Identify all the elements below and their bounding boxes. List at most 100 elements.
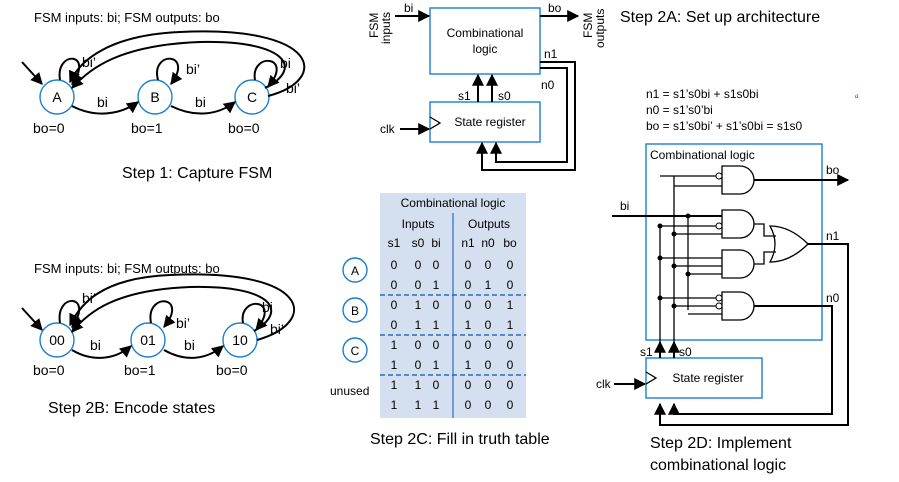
- bo-label: bo: [548, 1, 562, 15]
- initial-arrow-2b: [21, 307, 43, 331]
- bi-label: bi: [404, 1, 413, 15]
- label-b-c: bi: [195, 94, 206, 110]
- table-cell: 1: [415, 318, 422, 332]
- clk-label: clk: [380, 122, 396, 136]
- table-cell: 0: [433, 338, 440, 352]
- output-00: bo=0: [33, 362, 65, 378]
- bubble-2: [715, 222, 723, 230]
- bi-label-2d: bi: [620, 199, 629, 213]
- eq-n0: n0 = s1’s0’bi: [646, 103, 713, 117]
- eq-bo: bo = s1’s0bi’ + s1’s0bi = s1s0: [646, 119, 803, 133]
- junction-1: [657, 223, 663, 229]
- column-header: s0: [412, 236, 425, 250]
- table-cell: 0: [485, 398, 492, 412]
- table-cell: 1: [391, 338, 398, 352]
- loop-10: [241, 302, 268, 331]
- step2d-implementation: n1 = s1’s0bi + s1s0bi n0 = s1’s0’bi bo =…: [596, 87, 859, 474]
- table-cell: 0: [485, 358, 492, 372]
- table-cell: 1: [415, 298, 422, 312]
- clock-triangle-2d: [645, 371, 658, 385]
- junction-7: [657, 295, 663, 301]
- table-cell: 1: [465, 318, 472, 332]
- step2b-header: FSM inputs: bi; FSM outputs: bo: [34, 261, 220, 276]
- step2d-caption-1: Step 2D: Implement: [650, 435, 792, 452]
- clock-triangle: [429, 116, 442, 130]
- edge-10-00-outer: [69, 273, 295, 341]
- s0-label: s0: [498, 89, 511, 103]
- table-cell: 0: [433, 298, 440, 312]
- step2a-architecture: FSM inputs FSM outputs Combinational log…: [367, 1, 820, 171]
- step2d-caption-2: combinational logic: [650, 457, 786, 474]
- label-10-bi: bi: [262, 299, 273, 315]
- label-loop-b: bi’: [186, 61, 200, 77]
- junction-8: [671, 303, 677, 309]
- table-cell: 1: [415, 398, 422, 412]
- bubble-3: [715, 294, 723, 302]
- table-cell: 0: [485, 378, 492, 392]
- n0-label-2d: n0: [826, 291, 840, 305]
- label-loop-c: bi’: [286, 80, 300, 96]
- table-cell: 0: [465, 258, 472, 272]
- n0-feedback-wire: [490, 67, 568, 163]
- n1-feedback-2d: [654, 243, 849, 426]
- state-01-circle: [130, 322, 166, 358]
- state-c-label: C: [247, 89, 257, 105]
- table-cell: 0: [415, 258, 422, 272]
- n1-label-2d: n1: [826, 229, 840, 243]
- table-cell: 0: [507, 378, 514, 392]
- table-cell: 0: [415, 338, 422, 352]
- label-01-10: bi: [184, 337, 195, 353]
- junction-2: [671, 231, 677, 237]
- junction-5: [671, 263, 677, 269]
- bo-label-2d: bo: [826, 163, 840, 177]
- table-cell: 1: [433, 318, 440, 332]
- eq-n1: n1 = s1’s0bi + s1s0bi: [646, 87, 759, 101]
- table-cell: 1: [391, 398, 398, 412]
- junction-4: [657, 255, 663, 261]
- table-cell: 1: [465, 358, 472, 372]
- output-b: bo=1: [131, 120, 163, 136]
- mark-a: a: [855, 92, 859, 100]
- and-gate-1: [721, 209, 755, 239]
- table-cell: 0: [433, 258, 440, 272]
- step2c-caption: Step 2C: Fill in truth table: [370, 431, 550, 448]
- column-header: n1: [461, 236, 475, 250]
- loop-01: [149, 300, 176, 328]
- state-a-circle: [39, 79, 75, 115]
- edge-c-a-inner: [71, 40, 286, 89]
- output-c: bo=0: [228, 120, 260, 136]
- clk-label-2d: clk: [596, 377, 612, 391]
- table-cell: 0: [465, 298, 472, 312]
- comb-logic-block: [645, 143, 823, 341]
- fsm-inputs-label-1: FSM: [367, 13, 381, 38]
- table-cell: 0: [465, 278, 472, 292]
- n0-feedback-2d: [668, 305, 833, 415]
- table-cell: 0: [485, 318, 492, 332]
- row-state-label: A: [351, 264, 359, 278]
- output-a: bo=0: [33, 120, 65, 136]
- inputs-header: Inputs: [402, 217, 435, 231]
- g2-to-or: [754, 223, 776, 237]
- column-header: bo: [503, 236, 517, 250]
- junction-3: [685, 213, 691, 219]
- label-a-b: bi: [97, 94, 108, 110]
- state-register-2d: [645, 357, 763, 399]
- row-state-circle: [342, 337, 368, 363]
- state-register-box: [429, 101, 541, 143]
- table-cell: 0: [507, 398, 514, 412]
- bubble-4: [715, 302, 723, 310]
- s1-label: s1: [458, 89, 471, 103]
- label-c-bi: bi: [280, 55, 291, 71]
- step1-caption: Step 1: Capture FSM: [122, 165, 272, 182]
- label-loop-01: bi’: [176, 315, 190, 331]
- table-cell: 0: [465, 338, 472, 352]
- fsm-inputs-label-2: inputs: [379, 12, 393, 44]
- loop-c: [253, 59, 280, 88]
- row-state-circle: [342, 297, 368, 323]
- comb-logic-block-label: Combinational logic: [650, 148, 755, 162]
- table-cell: 0: [415, 358, 422, 372]
